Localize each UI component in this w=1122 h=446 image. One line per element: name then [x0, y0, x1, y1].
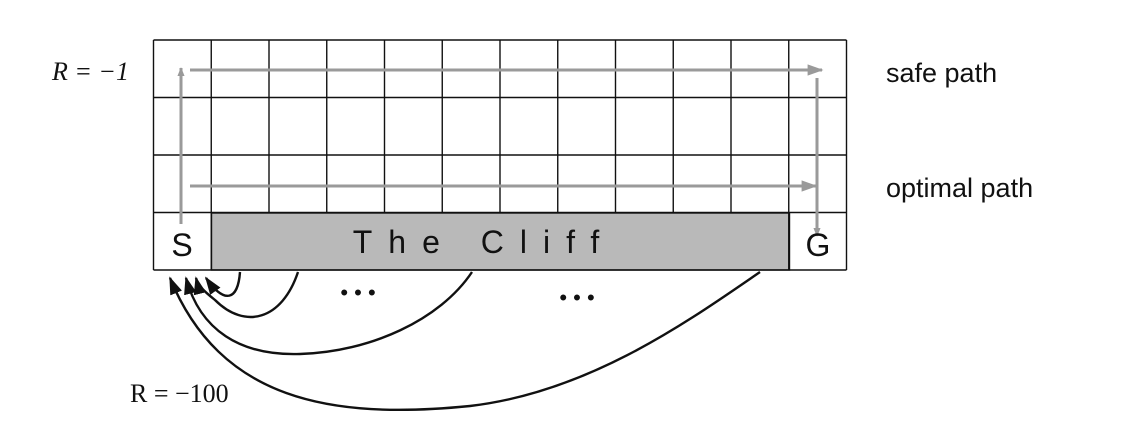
reward-cliff-label: R = −100 [130, 379, 229, 408]
ellipsis-right: • • • [559, 285, 594, 310]
goal-label: G [806, 227, 831, 263]
fall-arrow-2 [193, 271, 300, 319]
start-label: S [171, 227, 192, 263]
ellipsis-left: • • • [340, 280, 375, 305]
fall-arrow-1 [204, 271, 242, 297]
optimal-path-label: optimal path [886, 173, 1033, 203]
fall-arrow-4 [168, 271, 761, 411]
fall-arrow-3 [184, 271, 473, 356]
cliff-label: The Cliff [353, 224, 616, 260]
safe-path-label: safe path [886, 58, 997, 88]
reward-step-label: R = −1 [51, 57, 129, 86]
cliff-region [210, 212, 791, 271]
